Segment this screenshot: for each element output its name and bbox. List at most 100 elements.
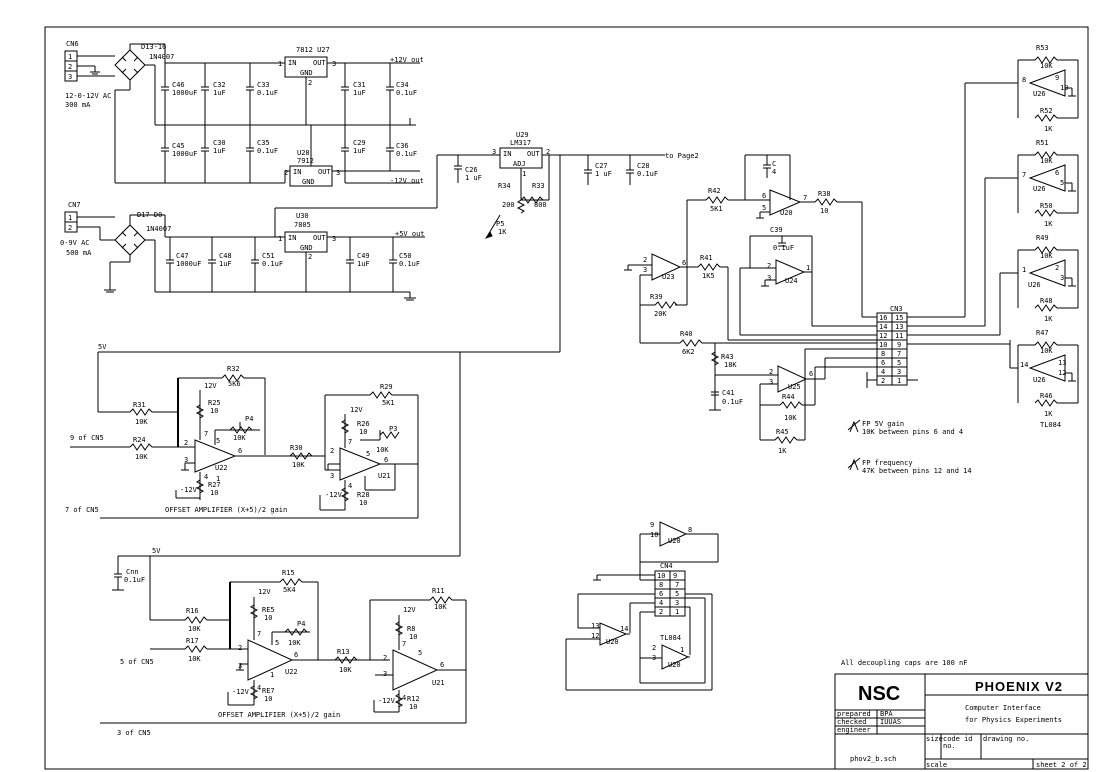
svg-text:GND: GND — [302, 178, 315, 186]
svg-text:IN: IN — [503, 150, 511, 158]
svg-text:R17: R17 — [186, 637, 199, 645]
svg-text:R39: R39 — [650, 293, 663, 301]
svg-text:10: 10 — [210, 489, 218, 497]
svg-text:P3: P3 — [389, 425, 397, 433]
svg-text:2: 2 — [881, 377, 885, 385]
svg-text:13: 13 — [895, 323, 903, 331]
svg-text:R47: R47 — [1036, 329, 1049, 337]
out-m12v-label: -12V out — [390, 177, 424, 185]
svg-text:C47: C47 — [176, 252, 189, 260]
out-p12v-label: +12V out — [390, 56, 424, 64]
svg-text:2: 2 — [68, 224, 72, 232]
svg-text:2: 2 — [68, 63, 72, 71]
svg-text:1: 1 — [675, 608, 679, 616]
svg-text:R32: R32 — [227, 365, 240, 373]
bridge-rectifier-2 — [114, 224, 146, 256]
svg-text:R26: R26 — [357, 420, 370, 428]
svg-text:3: 3 — [383, 670, 387, 678]
svg-text:6: 6 — [809, 370, 813, 378]
svg-text:10K: 10K — [1040, 347, 1053, 355]
svg-text:10K: 10K — [288, 639, 301, 647]
svg-text:R52: R52 — [1040, 107, 1053, 115]
tl084-label-right: TL084 — [1040, 421, 1061, 429]
svg-text:1: 1 — [806, 264, 810, 272]
svg-text:0.1uF: 0.1uF — [396, 89, 417, 97]
input1-label: 12-0-12V AC — [65, 92, 111, 100]
svg-text:8: 8 — [881, 350, 885, 358]
svg-text:U20: U20 — [606, 638, 619, 646]
svg-text:U22: U22 — [215, 464, 228, 472]
svg-text:0.1uF: 0.1uF — [257, 89, 278, 97]
svg-text:1K: 1K — [498, 228, 507, 236]
to-page2-label: to Page2 — [665, 152, 699, 160]
svg-text:12V: 12V — [403, 606, 416, 614]
cn3-label: CN3 — [890, 305, 903, 313]
title-block: NSC PHOENIX V2 Computer Interface for Ph… — [834, 673, 1089, 770]
svg-text:C46: C46 — [172, 81, 185, 89]
svg-text:IUUAS: IUUAS — [880, 718, 901, 726]
svg-text:-12V: -12V — [378, 697, 396, 705]
svg-text:Computer Interface: Computer Interface — [965, 704, 1041, 712]
svg-text:5: 5 — [1060, 179, 1064, 187]
svg-text:U21: U21 — [378, 472, 391, 480]
svg-text:3: 3 — [332, 235, 336, 243]
svg-text:1: 1 — [278, 60, 282, 68]
svg-text:1K: 1K — [1044, 410, 1053, 418]
svg-text:C30: C30 — [213, 139, 226, 147]
svg-text:10K: 10K — [1040, 62, 1053, 70]
opamp-u20-a — [769, 189, 802, 216]
svg-text:prepared: prepared — [837, 710, 871, 718]
svg-text:GND: GND — [300, 69, 313, 77]
svg-text:8: 8 — [1022, 76, 1026, 84]
decoupling-note: All decoupling caps are 100 nF — [841, 659, 967, 667]
svg-text:size: size — [926, 735, 943, 743]
file-name: phov2_b.sch — [850, 755, 896, 763]
svg-text:1000uF: 1000uF — [172, 89, 197, 97]
svg-text:U25: U25 — [788, 383, 801, 391]
svg-text:1: 1 — [522, 170, 526, 178]
svg-text:2: 2 — [184, 439, 188, 447]
svg-text:ADJ: ADJ — [513, 160, 526, 168]
svg-text:3: 3 — [492, 148, 496, 156]
svg-text:13: 13 — [591, 622, 599, 630]
svg-text:4: 4 — [402, 694, 406, 702]
svg-text:RE7: RE7 — [262, 687, 275, 695]
svg-text:1: 1 — [680, 646, 684, 654]
svg-text:1K: 1K — [1044, 220, 1053, 228]
svg-text:0.1uF: 0.1uF — [396, 150, 417, 158]
svg-text:1uF: 1uF — [213, 89, 226, 97]
svg-text:C51: C51 — [262, 252, 275, 260]
svg-text:10K between pins 6 and 4: 10K between pins 6 and 4 — [862, 428, 963, 436]
svg-text:3: 3 — [767, 274, 771, 282]
svg-text:2: 2 — [383, 654, 387, 662]
svg-text:9: 9 — [1055, 74, 1059, 82]
svg-text:1: 1 — [68, 214, 72, 222]
svg-text:R41: R41 — [700, 254, 713, 262]
svg-text:1: 1 — [1022, 266, 1026, 274]
svg-text:3: 3 — [330, 472, 334, 480]
svg-text:8: 8 — [659, 581, 663, 589]
svg-text:3: 3 — [1060, 274, 1064, 282]
svg-text:1uF: 1uF — [213, 147, 226, 155]
svg-text:3: 3 — [769, 378, 773, 386]
svg-text:C35: C35 — [257, 139, 270, 147]
svg-text:-12V: -12V — [325, 491, 343, 499]
svg-text:U26: U26 — [1028, 281, 1041, 289]
svg-text:1000uF: 1000uF — [176, 260, 201, 268]
svg-text:16: 16 — [879, 314, 887, 322]
svg-text:1N4007: 1N4007 — [149, 53, 174, 61]
svg-text:5K4: 5K4 — [283, 586, 296, 594]
svg-text:OUT: OUT — [313, 59, 326, 67]
svg-text:14: 14 — [1020, 361, 1028, 369]
svg-text:10K: 10K — [784, 414, 797, 422]
svg-text:5: 5 — [897, 359, 901, 367]
svg-text:6: 6 — [1055, 169, 1059, 177]
svg-text:12V: 12V — [204, 382, 217, 390]
svg-text:C: C — [772, 160, 776, 168]
out-5v-label: +5V out — [395, 230, 425, 238]
svg-text:3: 3 — [68, 73, 72, 81]
svg-text:9: 9 — [650, 521, 654, 529]
svg-text:7: 7 — [257, 630, 261, 638]
